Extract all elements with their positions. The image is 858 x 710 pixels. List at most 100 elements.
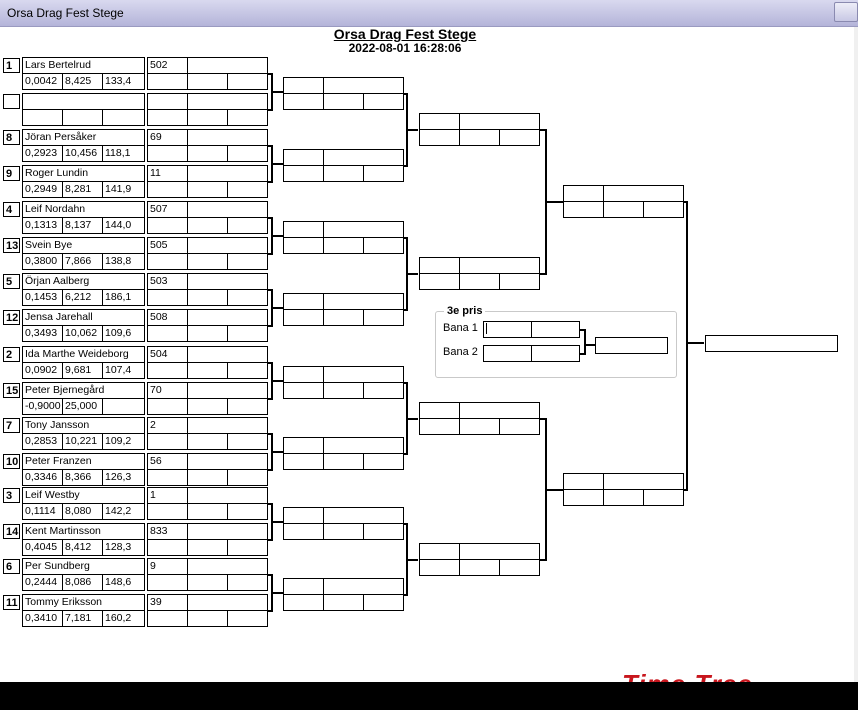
lane-result[interactable] [187,201,268,218]
round2-lane-a[interactable] [283,507,324,524]
speed[interactable]: 133,4 [102,73,145,90]
round2-lane-b[interactable] [323,507,404,524]
lane-result[interactable] [187,93,268,110]
driver-name[interactable]: Örjan Aalberg [22,273,145,290]
driver-name[interactable]: Leif Westby [22,487,145,504]
driver-name[interactable]: Kent Martinsson [22,523,145,540]
round2-time[interactable] [323,309,364,326]
reaction-time[interactable]: 0,2949 [22,181,63,198]
time-field[interactable] [147,145,188,162]
round2-time[interactable] [363,309,404,326]
time-field[interactable] [227,503,268,520]
round3-lane-b[interactable] [459,257,540,274]
time-field[interactable] [227,289,268,306]
round3-time[interactable] [459,418,500,435]
time-field[interactable] [227,145,268,162]
speed[interactable]: 109,6 [102,325,145,342]
driver-name[interactable]: Jensa Jarehall [22,309,145,326]
elapsed-time[interactable]: 8,080 [62,503,103,520]
semifinal-time[interactable] [643,201,684,218]
car-number[interactable]: 502 [147,57,188,74]
round2-time[interactable] [363,523,404,540]
round3-time[interactable] [499,418,540,435]
driver-name[interactable]: Peter Bjernegård [22,382,145,399]
time-field[interactable] [187,539,228,556]
lane-result[interactable] [187,558,268,575]
speed[interactable]: 118,1 [102,145,145,162]
round3-time[interactable] [499,559,540,576]
time-field[interactable] [187,574,228,591]
round2-time[interactable] [283,453,324,470]
round2-time[interactable] [323,594,364,611]
lane-result[interactable] [187,309,268,326]
time-field[interactable] [227,433,268,450]
round3-time[interactable] [459,559,500,576]
time-field[interactable] [227,109,268,126]
reaction-time[interactable]: 0,3346 [22,469,63,486]
driver-name[interactable]: Leif Nordahn [22,201,145,218]
time-field[interactable] [147,610,188,627]
elapsed-time[interactable]: 8,137 [62,217,103,234]
car-number[interactable]: 504 [147,346,188,363]
time-field[interactable] [227,217,268,234]
time-field[interactable] [227,539,268,556]
speed[interactable]: 148,6 [102,574,145,591]
lane-result[interactable] [187,453,268,470]
time-field[interactable] [187,73,228,90]
time-field[interactable] [187,503,228,520]
reaction-time[interactable]: 0,2923 [22,145,63,162]
time-field[interactable] [147,574,188,591]
elapsed-time[interactable]: 8,366 [62,469,103,486]
round2-time[interactable] [363,93,404,110]
third-place-lane1-time[interactable] [531,321,580,338]
round3-time[interactable] [419,129,460,146]
elapsed-time[interactable]: 10,221 [62,433,103,450]
elapsed-time[interactable]: 10,062 [62,325,103,342]
third-place-winner-field[interactable] [595,337,668,354]
round3-lane-a[interactable] [419,543,460,560]
elapsed-time[interactable]: 8,412 [62,539,103,556]
round2-time[interactable] [283,237,324,254]
round2-time[interactable] [363,165,404,182]
reaction-time[interactable]: 0,1453 [22,289,63,306]
reaction-time[interactable]: 0,1114 [22,503,63,520]
lane-result[interactable] [187,417,268,434]
time-field[interactable] [227,362,268,379]
time-field[interactable] [187,433,228,450]
round2-time[interactable] [323,93,364,110]
time-field[interactable] [227,610,268,627]
round2-time[interactable] [283,594,324,611]
reaction-time[interactable]: 0,2853 [22,433,63,450]
time-field[interactable] [187,217,228,234]
time-field[interactable] [227,469,268,486]
car-number[interactable]: 1 [147,487,188,504]
round3-time[interactable] [499,129,540,146]
driver-name[interactable]: Ida Marthe Weideborg [22,346,145,363]
reaction-time[interactable]: -0,9000 [22,398,63,415]
speed[interactable]: 138,8 [102,253,145,270]
round2-lane-b[interactable] [323,437,404,454]
car-number[interactable]: 503 [147,273,188,290]
round3-time[interactable] [419,559,460,576]
round3-time[interactable] [419,273,460,290]
round2-lane-b[interactable] [323,578,404,595]
time-field[interactable] [147,109,188,126]
driver-name[interactable]: Lars Bertelrud [22,57,145,74]
time-field[interactable] [187,469,228,486]
round2-lane-a[interactable] [283,437,324,454]
round2-time[interactable] [323,165,364,182]
lane-result[interactable] [187,382,268,399]
speed[interactable]: 128,3 [102,539,145,556]
driver-name[interactable]: Roger Lundin [22,165,145,182]
round2-lane-b[interactable] [323,221,404,238]
speed[interactable]: 142,2 [102,503,145,520]
semifinal-time[interactable] [563,489,604,506]
round2-time[interactable] [363,237,404,254]
elapsed-time[interactable]: 8,281 [62,181,103,198]
time-field[interactable] [147,217,188,234]
car-number[interactable]: 39 [147,594,188,611]
time-field[interactable] [187,325,228,342]
time-field[interactable] [187,398,228,415]
speed[interactable]: 109,2 [102,433,145,450]
car-number[interactable] [147,93,188,110]
